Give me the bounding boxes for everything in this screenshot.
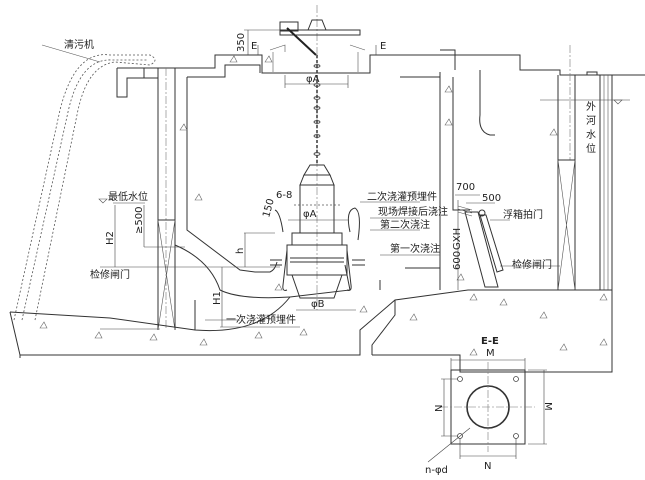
label-lowest-water-level: 最低水位 xyxy=(108,190,148,203)
label-dim-h2: H2 xyxy=(105,231,116,245)
section-ee-dim-m-right: M xyxy=(542,402,553,411)
label-flap-gate: 浮箱拍门 xyxy=(503,208,543,221)
label-first-pour: 第一次浇注 xyxy=(390,242,440,255)
label-phi-a-top: φA xyxy=(306,74,320,85)
label-outer-river-char-1: 外 xyxy=(586,101,596,113)
label-dim-h1: H1 xyxy=(212,291,223,305)
section-ee-detail: E-E M M N N n-φd xyxy=(425,336,553,476)
label-secondary-embedded: 二次浇灌预埋件 xyxy=(367,190,437,203)
label-dim-350: 350 xyxy=(236,33,247,52)
label-dim-6-8: 6-8 xyxy=(276,190,292,201)
label-post-weld-pour: 现场焊接后浇注 xyxy=(378,205,448,218)
label-maintenance-gate-right: 检修闸门 xyxy=(512,258,552,271)
flap-gate xyxy=(457,205,504,288)
section-ee-dim-n-bottom: N xyxy=(484,461,491,472)
label-phi-a-pump: φA xyxy=(303,209,317,220)
label-phi-b: φB xyxy=(311,299,325,310)
label-primary-embedded: 一次浇灌预埋件 xyxy=(226,313,296,326)
section-ee-title: E-E xyxy=(481,336,499,347)
section-ee-dim-n-left: N xyxy=(434,405,445,412)
section-ee-bolt-holes: n-φd xyxy=(425,465,448,476)
dimension-lines xyxy=(100,29,630,330)
label-trash-rack-cleaner: 清污机 xyxy=(64,38,94,51)
label-maintenance-gate-left: 检修闸门 xyxy=(90,268,130,281)
label-section-e-right: E xyxy=(380,41,386,52)
label-section-e-left: E xyxy=(251,41,257,52)
submersible-pump xyxy=(270,164,365,299)
label-dim-ge500: ≥500 xyxy=(134,207,145,234)
label-dim-600: 600 xyxy=(452,251,463,270)
label-outer-river-char-4: 位 xyxy=(586,142,596,155)
hoist-assembly xyxy=(269,5,366,310)
label-dim-h: h xyxy=(235,248,246,254)
label-dim-150: 150 xyxy=(261,197,277,218)
section-ee-dim-m-top: M xyxy=(486,348,495,359)
label-dim-700: 700 xyxy=(456,182,475,193)
label-dim-500: 500 xyxy=(482,193,501,204)
concrete-hatch xyxy=(39,55,608,356)
label-outer-river-char-2: 河 xyxy=(586,115,596,127)
trash-rack-cleaner xyxy=(13,44,156,321)
label-gxh: GXH xyxy=(452,228,463,250)
annotation-labels: 清污机 350 E E φA 6-8 150 φA 二次浇灌预埋件 现场焊接后浇… xyxy=(64,33,623,326)
label-outer-river-char-3: 水 xyxy=(586,129,596,141)
structure-outline xyxy=(9,45,645,373)
label-second-pour: 第二次浇注 xyxy=(380,218,430,231)
